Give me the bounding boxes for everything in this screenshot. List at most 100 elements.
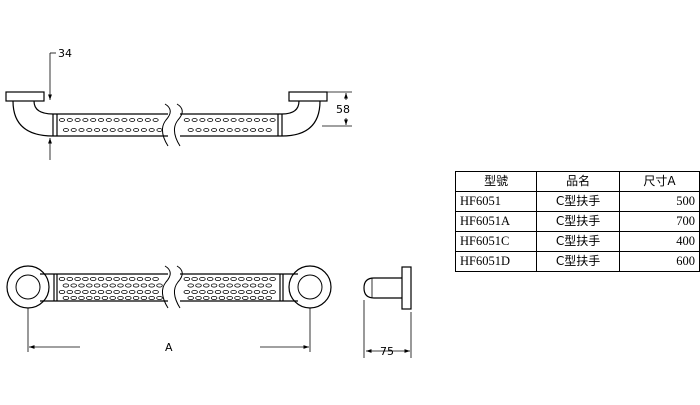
- grip-dot: [210, 295, 218, 300]
- grip-dot: [101, 128, 108, 132]
- grip-dot: [78, 128, 85, 132]
- header-name: 品名: [536, 171, 620, 192]
- right-elbow: [281, 100, 321, 137]
- grip-dot: [214, 289, 222, 294]
- grip-dot: [136, 289, 144, 294]
- right-rosette-outer: [288, 265, 332, 309]
- grip-dot: [246, 118, 253, 122]
- spec-table-header: 型號 品名 尺寸A: [454, 171, 700, 192]
- cell-size: 400: [618, 231, 700, 252]
- grip-dot: [70, 295, 77, 300]
- grip-dot: [191, 118, 198, 122]
- grip-dot: [66, 276, 73, 281]
- grip-dot: [117, 128, 124, 132]
- grip-dot: [93, 295, 101, 300]
- grip-dot: [66, 289, 73, 294]
- grip-dot: [245, 276, 253, 281]
- grip-dot: [222, 276, 229, 281]
- grip-dot: [206, 276, 214, 281]
- side-elevation-view: [5, 91, 328, 147]
- grip-dot: [261, 276, 268, 281]
- grip-dot: [144, 289, 151, 294]
- grip-dot: [62, 283, 70, 288]
- grip-dot: [187, 295, 194, 300]
- grip-dot: [66, 118, 73, 122]
- grip-dot: [152, 289, 159, 294]
- grip-dots-front: [58, 276, 276, 300]
- grip-dot: [265, 283, 272, 288]
- grip-dot: [113, 276, 120, 281]
- front-view: [6, 265, 332, 309]
- grip-dot: [105, 276, 112, 281]
- left-flange-plate: [5, 91, 45, 102]
- grip-dot: [222, 118, 229, 122]
- grip-dot: [86, 295, 93, 300]
- grip-dot: [203, 295, 210, 300]
- front-break-symbol: [162, 265, 183, 309]
- grip-dot: [253, 289, 261, 294]
- grip-dot: [269, 289, 276, 294]
- grip-dot: [218, 283, 226, 288]
- grip-dot: [82, 289, 89, 294]
- grip-dot: [230, 118, 237, 122]
- dimension-75: [363, 300, 412, 358]
- table-row: HF6051D C型扶手 600: [454, 251, 700, 272]
- grip-dot: [128, 276, 136, 281]
- grip-dot: [117, 295, 124, 300]
- grip-dot: [152, 118, 159, 122]
- grip-dot: [125, 283, 132, 288]
- grip-dot: [101, 295, 109, 300]
- grip-dot: [125, 295, 132, 300]
- grip-dot: [183, 289, 190, 294]
- dimension-A: [27, 308, 311, 352]
- cell-size: 600: [618, 251, 700, 272]
- front-bar-body: [40, 273, 298, 302]
- dim-label-58: 58: [336, 103, 350, 116]
- grip-dot: [249, 295, 257, 300]
- end-view-bar: [363, 277, 402, 299]
- grip-dot: [136, 276, 144, 281]
- right-rosette-inner: [297, 274, 323, 300]
- end-view-flange: [401, 266, 412, 310]
- grip-dot: [89, 276, 97, 281]
- grip-dot: [183, 276, 190, 281]
- grip-dot: [210, 283, 218, 288]
- grip-dot: [58, 276, 66, 281]
- left-rosette-outer: [6, 265, 50, 309]
- grip-dot: [203, 283, 210, 288]
- grip-dot: [70, 283, 77, 288]
- grip-dot: [97, 276, 105, 281]
- grip-dot: [109, 128, 116, 132]
- grip-dot: [136, 118, 143, 122]
- grip-dot: [140, 128, 147, 132]
- grip-dot: [98, 118, 105, 122]
- grip-dot: [245, 289, 253, 294]
- grip-dot: [195, 295, 202, 300]
- table-row: HF6051 C型扶手 500: [454, 191, 700, 212]
- grip-dot: [82, 118, 89, 122]
- grip-dot: [144, 118, 151, 122]
- cell-model: HF6051D: [454, 251, 538, 272]
- grip-dot: [78, 295, 85, 300]
- dimension-34: [48, 52, 56, 160]
- cell-name: C型扶手: [536, 251, 620, 272]
- grip-dot: [226, 295, 233, 300]
- grip-dot: [74, 289, 81, 294]
- grip-dot: [121, 276, 128, 281]
- grip-dot: [121, 118, 128, 122]
- grip-dot: [222, 289, 229, 294]
- grip-dot: [257, 128, 264, 132]
- grip-dot: [261, 289, 268, 294]
- grip-dot: [253, 276, 261, 281]
- grip-dot: [238, 289, 245, 294]
- grip-dot: [242, 295, 249, 300]
- dim-label-34: 34: [58, 47, 72, 60]
- grip-dot: [269, 276, 276, 281]
- grip-dot: [121, 289, 128, 294]
- grip-dot: [74, 118, 81, 122]
- grip-dot: [140, 295, 148, 300]
- grip-dot: [148, 128, 155, 132]
- grip-dot: [206, 289, 214, 294]
- grip-dot: [156, 128, 163, 132]
- grip-dot: [191, 276, 198, 281]
